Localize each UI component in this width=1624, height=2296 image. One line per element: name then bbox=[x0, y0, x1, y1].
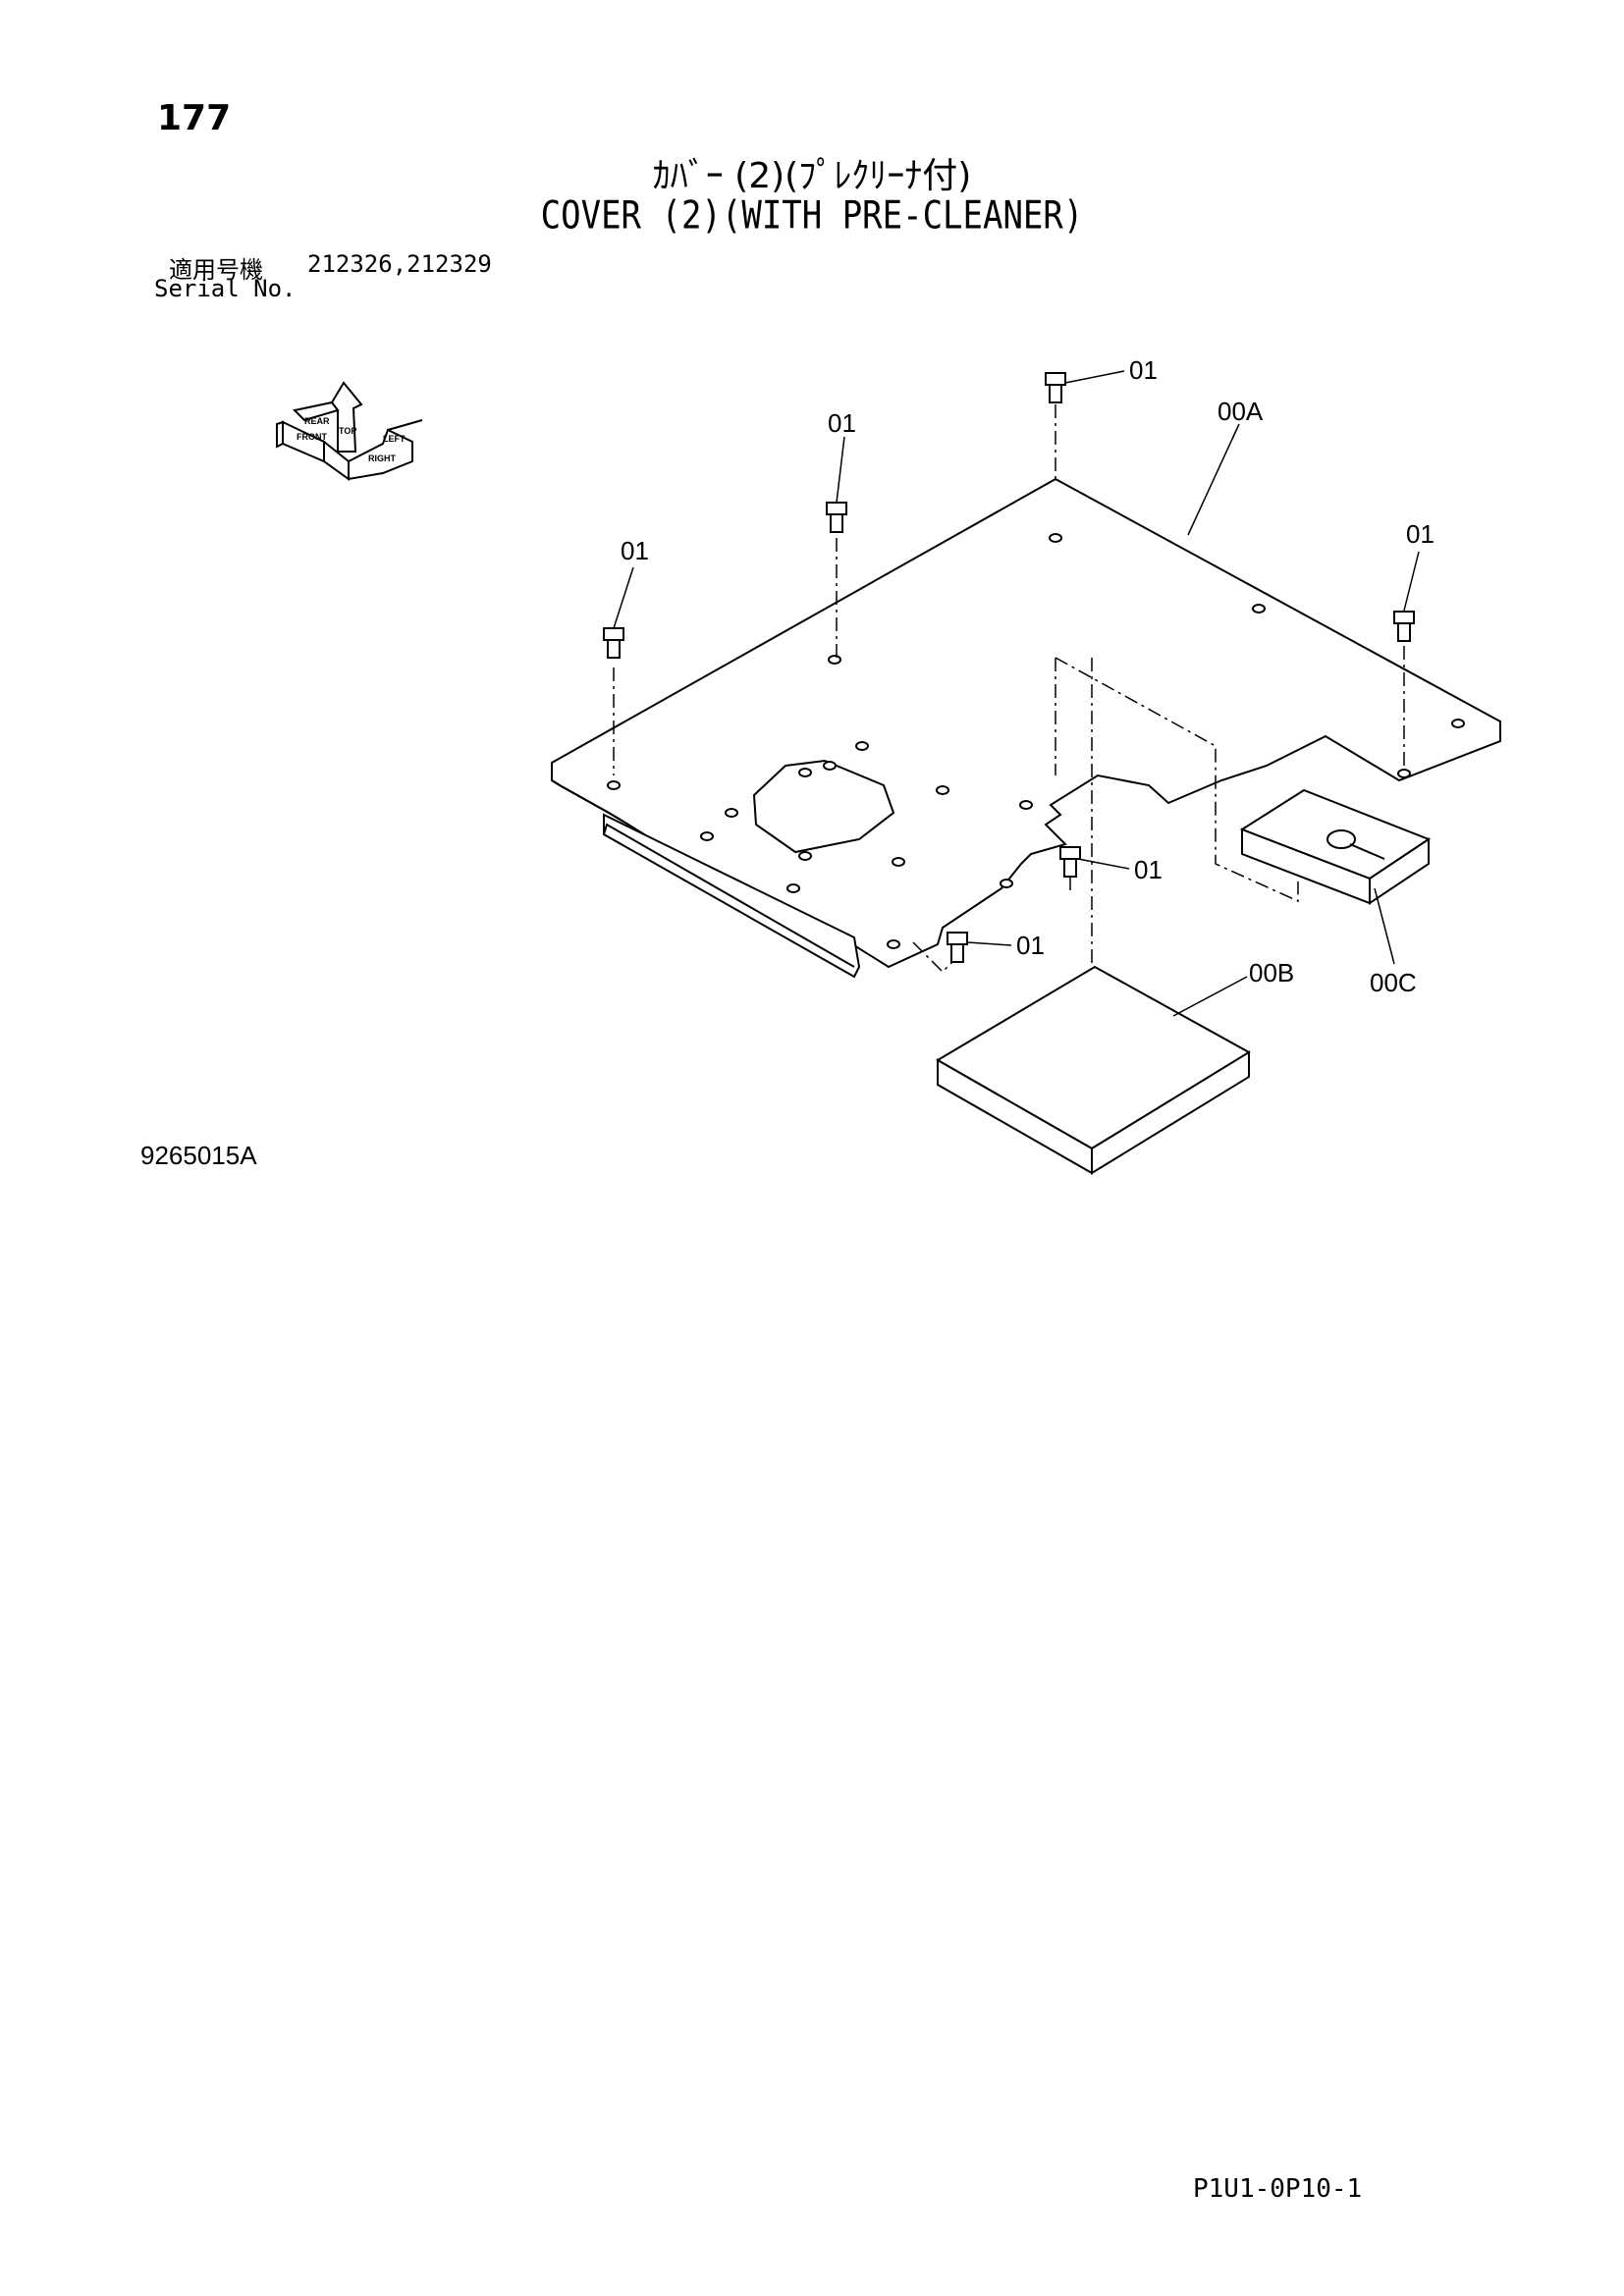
right-arrow-face bbox=[348, 428, 413, 481]
cover-holes bbox=[607, 533, 1465, 949]
leader-lines bbox=[613, 370, 1420, 1017]
callout-bolt-top: 01 bbox=[1129, 355, 1158, 385]
serial-label-japanese: 適用号機 bbox=[169, 256, 263, 284]
leader-bolt-left bbox=[613, 566, 634, 629]
callout-bolt-left: 01 bbox=[621, 536, 649, 565]
bolt-top bbox=[1045, 372, 1066, 403]
leader-bolt-right bbox=[1403, 551, 1420, 612]
pad-b-top bbox=[936, 965, 1251, 1150]
pad-c-slit bbox=[1349, 843, 1385, 860]
bolt-lower bbox=[1059, 846, 1081, 878]
leader-pad-b bbox=[1172, 976, 1248, 1017]
pad-b bbox=[936, 965, 1251, 1175]
cover-opening bbox=[752, 759, 895, 854]
footer-page-code: P1U1-0P10-1 bbox=[1193, 2174, 1363, 2204]
bolt-mid bbox=[826, 502, 847, 533]
callout-pad-b: 00B bbox=[1249, 958, 1294, 988]
serial-values: 212326,212329 bbox=[307, 250, 492, 278]
callout-bolt-right: 01 bbox=[1406, 519, 1435, 549]
page-number: 177 bbox=[157, 98, 232, 138]
pad-c-side bbox=[1369, 837, 1430, 905]
title-japanese: ｶﾊﾞｰ (2)(ﾌﾟﾚｸﾘｰﾅ付) bbox=[652, 156, 972, 196]
icon-label-rear: REAR bbox=[304, 416, 330, 426]
pad-c bbox=[1239, 788, 1432, 905]
pad-c-hole bbox=[1326, 829, 1356, 849]
leader-bolt-mid bbox=[836, 436, 845, 504]
guide-pad-c bbox=[1055, 657, 1299, 903]
cover-channel-edge bbox=[603, 823, 855, 968]
bolt-left bbox=[603, 627, 624, 659]
leader-bolt-top bbox=[1064, 370, 1125, 384]
callout-bolt-mid: 01 bbox=[828, 408, 856, 438]
front-arrow-edge bbox=[276, 420, 284, 449]
left-arrow-line bbox=[387, 419, 423, 431]
top-arrow bbox=[330, 381, 363, 453]
orientation-icon: FRONT RIGHT TOP REAR LEFT bbox=[276, 381, 423, 481]
icon-corner bbox=[323, 439, 350, 481]
callout-pad-c: 00C bbox=[1370, 968, 1417, 997]
icon-label-right: RIGHT bbox=[368, 454, 397, 463]
icon-label-left: LEFT bbox=[383, 434, 406, 444]
serial-label-english: Serial No. bbox=[154, 275, 297, 302]
cover-front-edge bbox=[551, 779, 629, 826]
leader-cover bbox=[1187, 423, 1240, 536]
leader-pad-c bbox=[1374, 887, 1395, 965]
bolt-right bbox=[1393, 611, 1415, 642]
icon-label-top: TOP bbox=[339, 426, 356, 436]
icon-label-front: FRONT bbox=[297, 432, 327, 442]
pad-b-side bbox=[1091, 1050, 1250, 1175]
bolts bbox=[603, 372, 1415, 963]
front-arrow-face bbox=[282, 420, 325, 463]
callout-bolt-bottom: 01 bbox=[1016, 931, 1045, 960]
cover-plate bbox=[551, 477, 1501, 979]
drawing-number: 9265015A bbox=[140, 1141, 257, 1170]
leader-bolt-lower bbox=[1077, 858, 1130, 870]
rear-arrow bbox=[292, 400, 340, 422]
callout-bolt-lower: 01 bbox=[1134, 855, 1163, 884]
leader-bolt-bottom bbox=[966, 941, 1012, 946]
title-english: COVER (2)(WITH PRE-CLEANER) bbox=[540, 193, 1084, 239]
bolt-bottom bbox=[947, 932, 968, 963]
callout-cover: 00A bbox=[1218, 397, 1264, 426]
